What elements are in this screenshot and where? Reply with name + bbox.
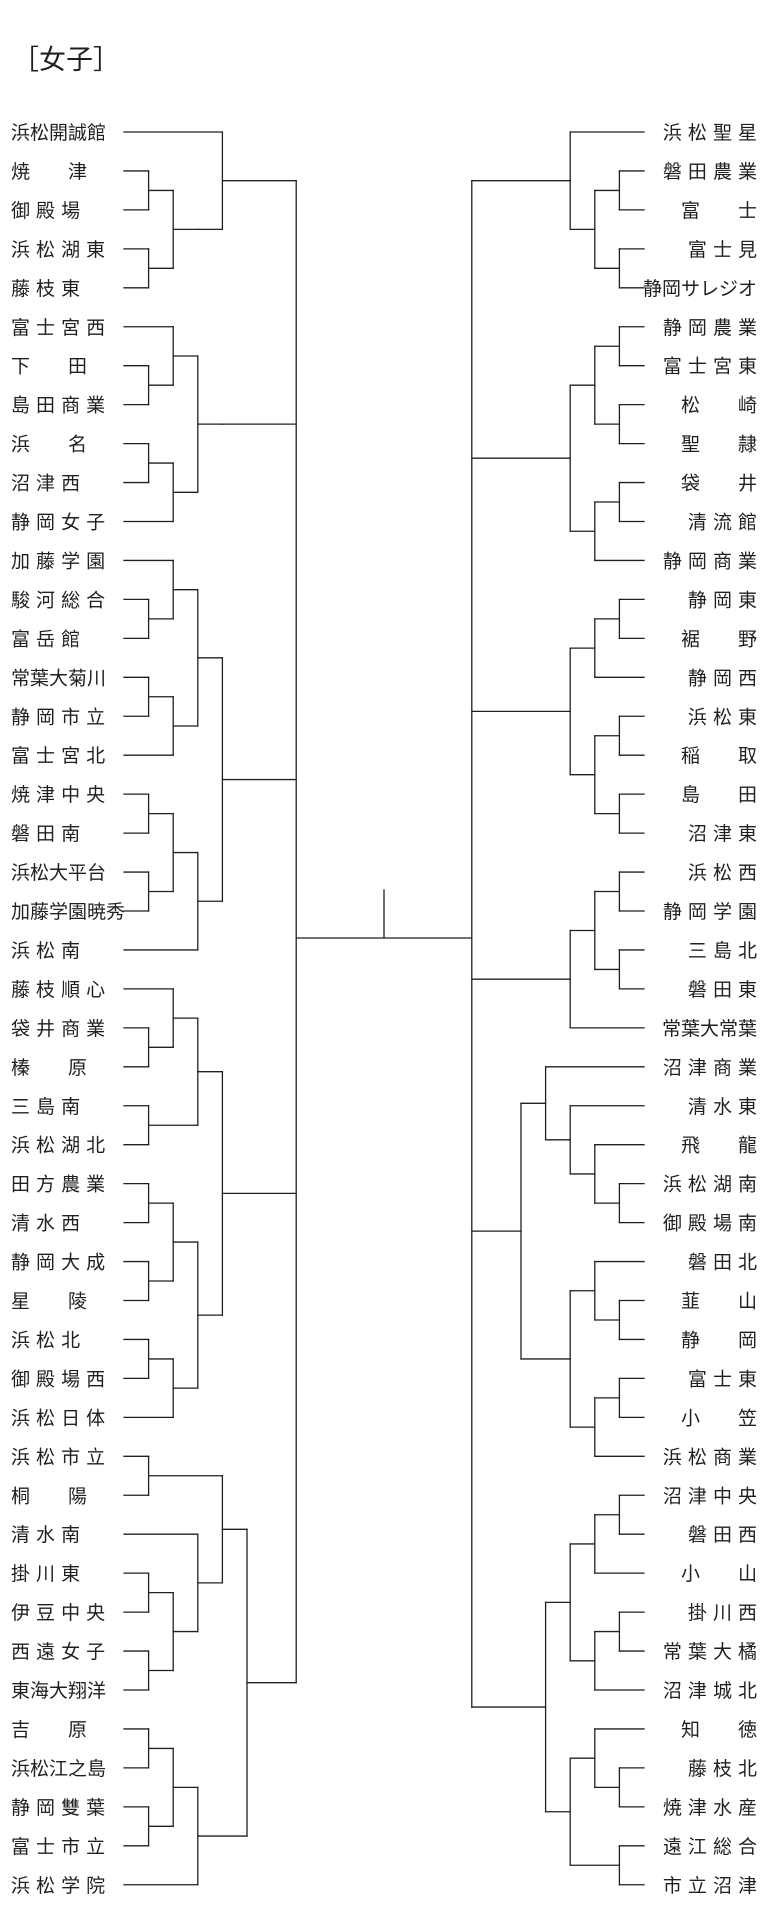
team-name-right: 富 士 宮 東: [663, 356, 757, 378]
team-name-right: 焼 津 水 産: [663, 1797, 757, 1819]
team-name-left: 焼 津: [11, 161, 87, 183]
team-name-right: 静 岡: [681, 1329, 757, 1351]
team-name-left: 藤 枝 東: [11, 278, 80, 300]
team-name-left: 浜 松 市 立: [11, 1446, 105, 1468]
team-name-left: 駿 河 総 合: [11, 589, 105, 611]
team-name-left: 東海大翔洋: [11, 1680, 106, 1702]
team-name-left: 焼 津 中 央: [11, 784, 105, 806]
team-name-right: 清 流 館: [688, 512, 757, 534]
team-name-left: 富 士 市 立: [11, 1836, 105, 1858]
team-name-left: 伊 豆 中 央: [11, 1602, 105, 1624]
team-name-right: 静 岡 農 業: [663, 317, 757, 339]
team-name-right: 小 山: [681, 1563, 757, 1585]
team-name-left: 沼 津 西: [11, 473, 80, 495]
team-name-left: 浜松開誠館: [11, 122, 106, 144]
team-name-left: 静 岡 大 成: [11, 1252, 105, 1274]
team-name-right: 富 士: [681, 200, 757, 222]
team-name-left: 富 士 宮 北: [11, 745, 105, 767]
team-name-right: 磐 田 西: [688, 1524, 757, 1546]
team-name-right: 松 崎: [681, 395, 757, 417]
team-name-left: 藤 枝 順 心: [11, 979, 105, 1001]
team-name-right: 浜 松 商 業: [663, 1446, 757, 1468]
team-name-right: 裾 野: [681, 628, 757, 650]
bracket-title: ［女子］: [12, 45, 120, 76]
team-name-right: 沼 津 東: [688, 823, 757, 845]
team-name-left: 静 岡 女 子: [11, 512, 105, 534]
team-name-left: 御 殿 場: [11, 200, 80, 222]
team-name-left: 静 岡 雙 葉: [11, 1797, 105, 1819]
team-name-left: 富 岳 館: [11, 628, 80, 650]
team-name-left: 吉 原: [11, 1719, 87, 1741]
team-name-left: 西 遠 女 子: [11, 1641, 105, 1663]
team-name-right: 富 士 見: [688, 239, 757, 261]
team-name-left: 富 士 宮 西: [11, 317, 105, 339]
team-name-left: 浜 松 南: [11, 940, 80, 962]
team-name-right: 浜 松 湖 南: [663, 1174, 757, 1196]
team-name-left: 浜 松 湖 東: [11, 239, 105, 261]
team-name-right: 小 笠: [681, 1407, 757, 1429]
team-name-left: 浜 松 湖 北: [11, 1135, 105, 1157]
team-name-right: 飛 龍: [681, 1135, 757, 1157]
team-name-left: 下 田: [11, 356, 87, 378]
team-name-right: 清 水 東: [688, 1096, 757, 1118]
team-name-right: 沼 津 中 央: [663, 1485, 757, 1507]
team-name-left: 榛 原: [11, 1057, 87, 1079]
team-name-left: 静 岡 市 立: [11, 706, 105, 728]
team-name-right: 島 田: [681, 784, 757, 806]
team-name-left: 浜 松 北: [11, 1329, 80, 1351]
team-name-right: 市 立 沼 津: [663, 1875, 757, 1897]
team-name-left: 島 田 商 業: [11, 395, 105, 417]
team-name-left: 掛 川 東: [11, 1563, 80, 1585]
team-name-right: 常 葉 大 橘: [663, 1641, 757, 1663]
team-name-right: 静岡サレジオ: [643, 278, 757, 300]
team-name-right: 磐 田 東: [688, 979, 757, 1001]
team-name-right: 掛 川 西: [688, 1602, 757, 1624]
team-name-right: 聖 隷: [681, 434, 757, 456]
team-name-left: 浜松江之島: [11, 1758, 106, 1780]
team-name-right: 浜 松 西: [688, 862, 757, 884]
team-name-right: 磐 田 農 業: [663, 161, 757, 183]
team-name-right: 静 岡 学 園: [663, 901, 757, 923]
team-name-left: 清 水 南: [11, 1524, 80, 1546]
team-name-left: 浜 名: [11, 434, 87, 456]
team-name-right: 沼 津 城 北: [663, 1680, 757, 1702]
team-name-right: 袋 井: [681, 473, 757, 495]
team-name-right: 静 岡 西: [688, 667, 757, 689]
team-name-left: 加藤学園暁秀: [11, 901, 125, 923]
team-name-left: 田 方 農 業: [11, 1174, 105, 1196]
team-name-left: 常葉大菊川: [11, 667, 106, 689]
team-name-right: 藤 枝 北: [688, 1758, 757, 1780]
team-name-right: 知 徳: [681, 1719, 757, 1741]
team-name-left: 桐 陽: [11, 1485, 87, 1507]
team-name-left: 浜 松 日 体: [11, 1407, 105, 1429]
team-name-right: 磐 田 北: [688, 1252, 757, 1274]
team-name-left: 加 藤 学 園: [11, 550, 105, 572]
team-name-right: 韮 山: [681, 1291, 757, 1313]
team-name-left: 星 陵: [11, 1291, 87, 1313]
team-name-left: 清 水 西: [11, 1213, 80, 1235]
team-name-right: 御 殿 場 南: [663, 1213, 757, 1235]
team-name-left: 袋 井 商 業: [11, 1018, 105, 1040]
team-name-left: 御 殿 場 西: [11, 1368, 105, 1390]
team-name-right: 常葉大常葉: [662, 1018, 757, 1040]
team-name-left: 磐 田 南: [11, 823, 80, 845]
team-name-right: 稲 取: [681, 745, 757, 767]
team-name-right: 浜 松 東: [688, 706, 757, 728]
team-name-left: 浜松大平台: [11, 862, 106, 884]
team-name-left: 浜 松 学 院: [11, 1875, 105, 1897]
team-name-right: 三 島 北: [688, 940, 757, 962]
team-name-right: 静 岡 東: [688, 589, 757, 611]
team-name-right: 浜 松 聖 星: [663, 122, 757, 144]
team-name-right: 遠 江 総 合: [663, 1836, 757, 1858]
team-name-right: 富 士 東: [688, 1368, 757, 1390]
team-name-right: 静 岡 商 業: [663, 550, 757, 572]
team-name-right: 沼 津 商 業: [663, 1057, 757, 1079]
team-name-left: 三 島 南: [11, 1096, 80, 1118]
